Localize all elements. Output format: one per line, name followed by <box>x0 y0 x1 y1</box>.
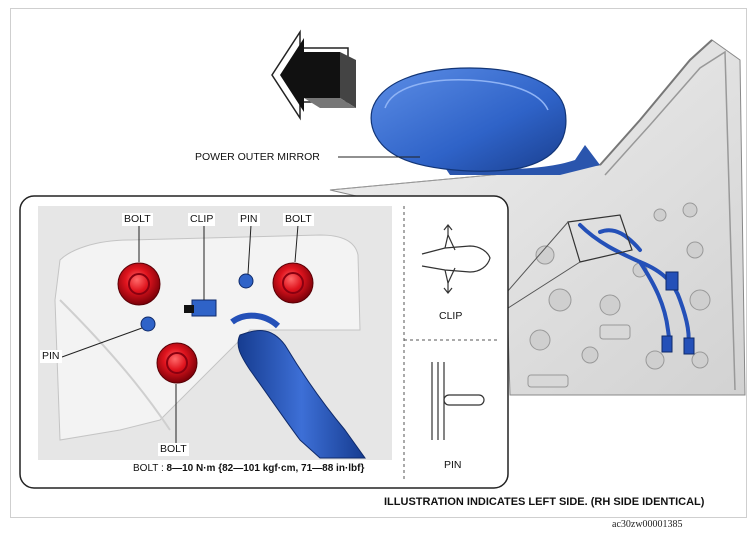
torque-value: 8—10 N·m {82—101 kgf·cm, 71—88 in·lbf} <box>166 463 365 474</box>
power-outer-mirror <box>370 67 600 175</box>
clip-label: CLIP <box>188 213 216 226</box>
clip-symbol-icon <box>421 224 491 294</box>
figure-code: ac30zw00001385 <box>612 519 683 530</box>
detail-harness <box>230 312 366 459</box>
legend-clip-label: CLIP <box>437 310 465 323</box>
detail-leader-lines <box>61 224 299 444</box>
bolt-label-top-right: BOLT <box>283 213 314 226</box>
harness-connector <box>661 335 673 353</box>
bolt-top-left <box>117 262 161 306</box>
pin-left <box>140 316 156 332</box>
harness-connector <box>683 337 695 355</box>
bolt-bottom <box>156 342 198 384</box>
torque-prefix: BOLT : <box>133 463 167 474</box>
wiring-harness <box>578 223 691 352</box>
direction-arrow-icon <box>271 29 356 121</box>
bolt-label-top-left: BOLT <box>122 213 153 226</box>
pin-label-top: PIN <box>238 213 260 226</box>
detail-callout-box <box>567 214 633 263</box>
illustration-note: ILLUSTRATION INDICATES LEFT SIDE. (RH SI… <box>384 496 705 508</box>
door-panel <box>329 39 746 396</box>
bolt-top-right <box>272 262 314 304</box>
pin-label-left: PIN <box>40 350 62 363</box>
pin-top <box>238 273 254 289</box>
harness-connector <box>665 271 679 291</box>
legend-pin-label: PIN <box>442 459 464 472</box>
torque-spec: BOLT : 8—10 N·m {82—101 kgf·cm, 71—88 in… <box>133 463 364 474</box>
pin-symbol-icon <box>431 362 485 440</box>
mirror-label: POWER OUTER MIRROR <box>193 151 322 164</box>
bolt-label-bottom: BOLT <box>158 443 189 456</box>
